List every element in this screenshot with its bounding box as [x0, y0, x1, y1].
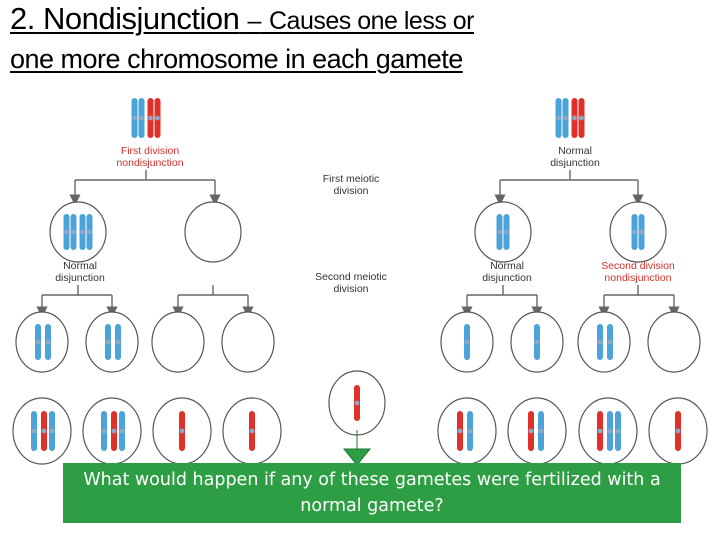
title-rest: Causes one less or	[269, 7, 475, 35]
cell-gamete-5	[507, 397, 567, 465]
label-second-division-nondisjunction: Second division nondisjunction	[601, 260, 675, 284]
cell-meiosis-1-right-a	[474, 201, 532, 263]
label-first-meiotic-division: First meiotic division	[322, 173, 380, 197]
cell-meiosis-1-left-a	[49, 201, 107, 263]
slide-title: 2. Nondisjunction – Causes one less or o…	[10, 0, 715, 78]
cell-meiosis-1-left-b	[184, 201, 242, 263]
title-line-2: one more chromosome in each gamete	[10, 44, 463, 74]
cell-meiosis-2-1	[85, 311, 139, 373]
pointer-arrow	[342, 430, 372, 466]
title-number: 2.	[10, 1, 35, 36]
label-normal-disjunction-top-right: Normal disjunction	[550, 145, 600, 169]
label-normal-disjunction-right: Normal disjunction	[482, 260, 532, 284]
cell-meiosis-2-6	[577, 311, 631, 373]
cell-meiosis-2-2	[151, 311, 205, 373]
cell-meiosis-2-7	[647, 311, 701, 373]
label-first-division-nondisjunction: First division nondisjunction	[116, 145, 184, 169]
title-dash: –	[247, 7, 261, 35]
label-second-meiotic-division: Second meiotic division	[315, 271, 387, 295]
cell-meiosis-1-right-b	[609, 201, 667, 263]
title-line-1: 2. Nondisjunction – Causes one less or	[10, 0, 715, 40]
label-normal-disjunction-left: Normal disjunction	[55, 260, 105, 284]
cell-meiosis-2-0	[15, 311, 69, 373]
title-main: Nondisjunction	[42, 1, 240, 36]
cell-meiosis-2-3	[221, 311, 275, 373]
question-box: What would happen if any of these gamete…	[63, 463, 681, 523]
